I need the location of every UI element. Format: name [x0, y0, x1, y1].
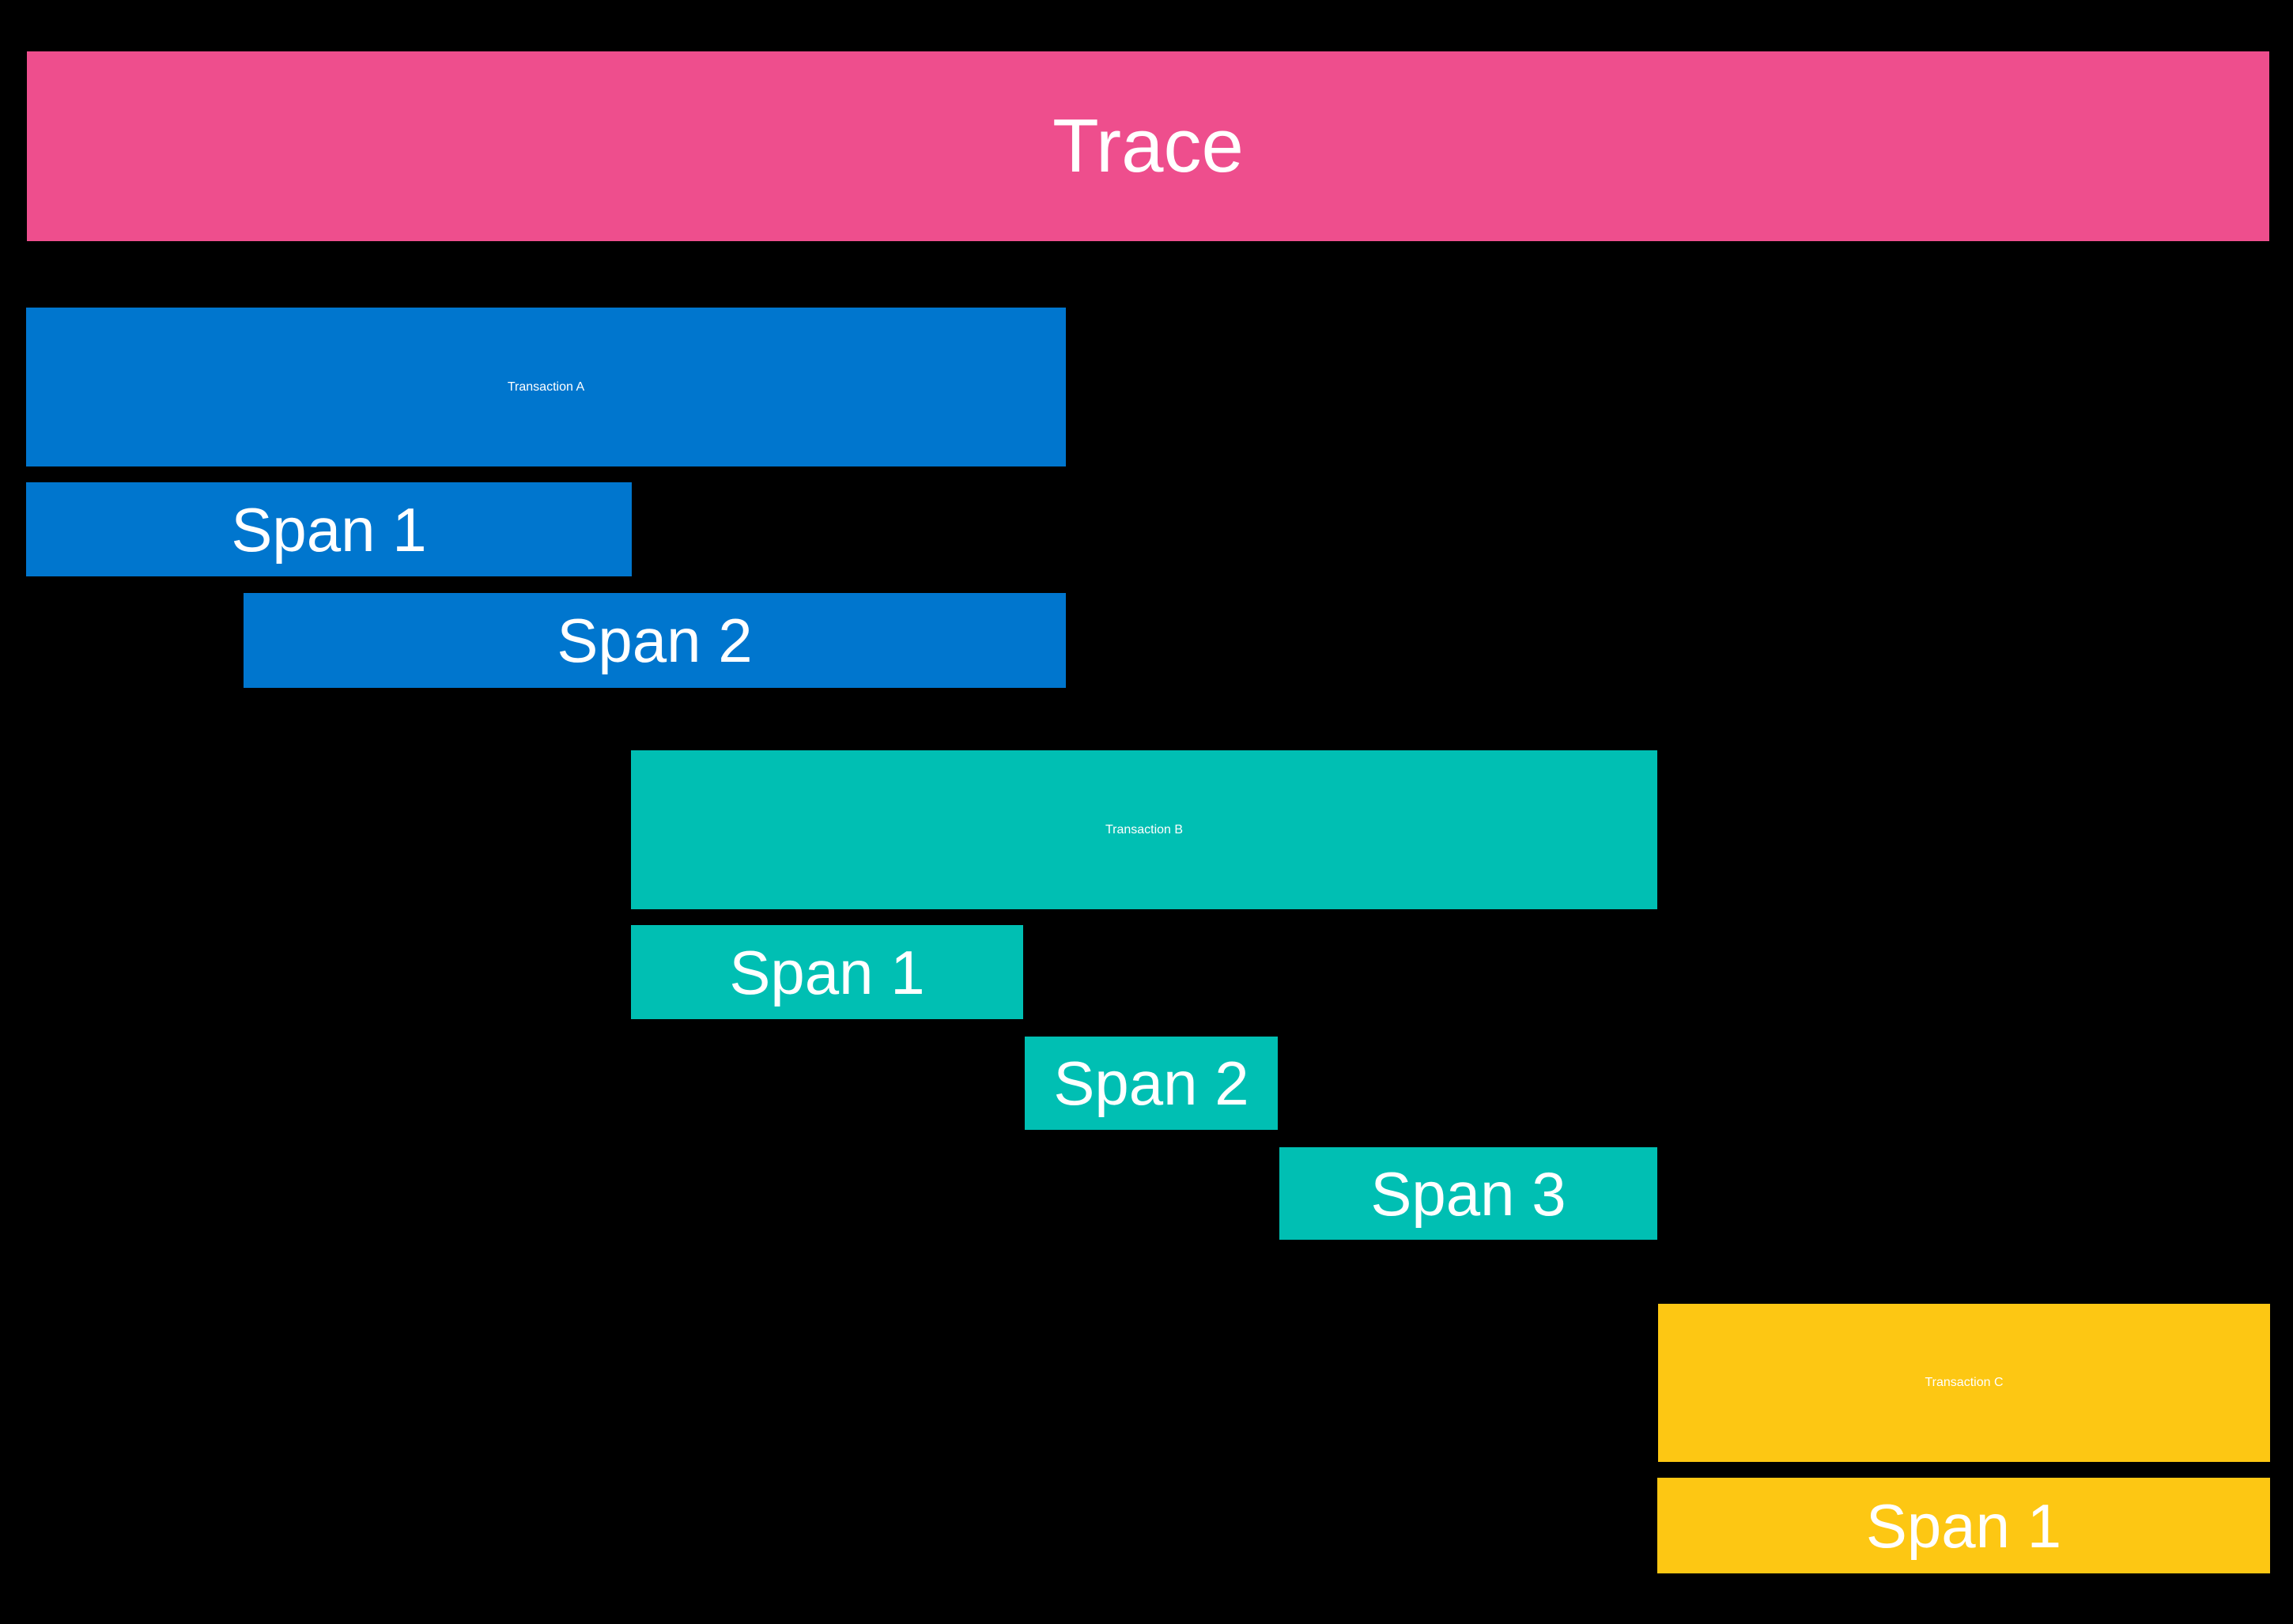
bar-label: Span 1: [231, 494, 427, 565]
bar-label: Transaction C: [1925, 1376, 2004, 1389]
transaction-b-span-bar-span-3[interactable]: Span 3: [1279, 1147, 1657, 1240]
transaction-b-span-bar-span-1[interactable]: Span 1: [631, 925, 1023, 1019]
transaction-c-span-bar-span-1[interactable]: Span 1: [1657, 1478, 2270, 1573]
transaction-b-span-bar-span-2[interactable]: Span 2: [1025, 1037, 1278, 1130]
bar-label: Span 2: [557, 606, 753, 675]
bar-label: Span 3: [1370, 1158, 1566, 1229]
trace-bar-trace[interactable]: Trace: [27, 51, 2269, 241]
bar-label: Span 2: [1053, 1048, 1249, 1118]
transaction-bar-transaction-c[interactable]: Transaction C: [1658, 1304, 2270, 1462]
transaction-a-span-bar-span-2[interactable]: Span 2: [244, 593, 1066, 688]
transaction-bar-transaction-b[interactable]: Transaction B: [631, 750, 1657, 909]
bar-label: Transaction B: [1105, 822, 1184, 837]
bar-label: Span 1: [729, 937, 925, 1007]
bar-label: Trace: [1052, 104, 1244, 188]
bar-label: Transaction A: [507, 380, 585, 394]
transaction-a-span-bar-span-1[interactable]: Span 1: [26, 482, 632, 576]
transaction-bar-transaction-a[interactable]: Transaction A: [26, 308, 1066, 466]
bar-label: Span 1: [1865, 1490, 2062, 1561]
